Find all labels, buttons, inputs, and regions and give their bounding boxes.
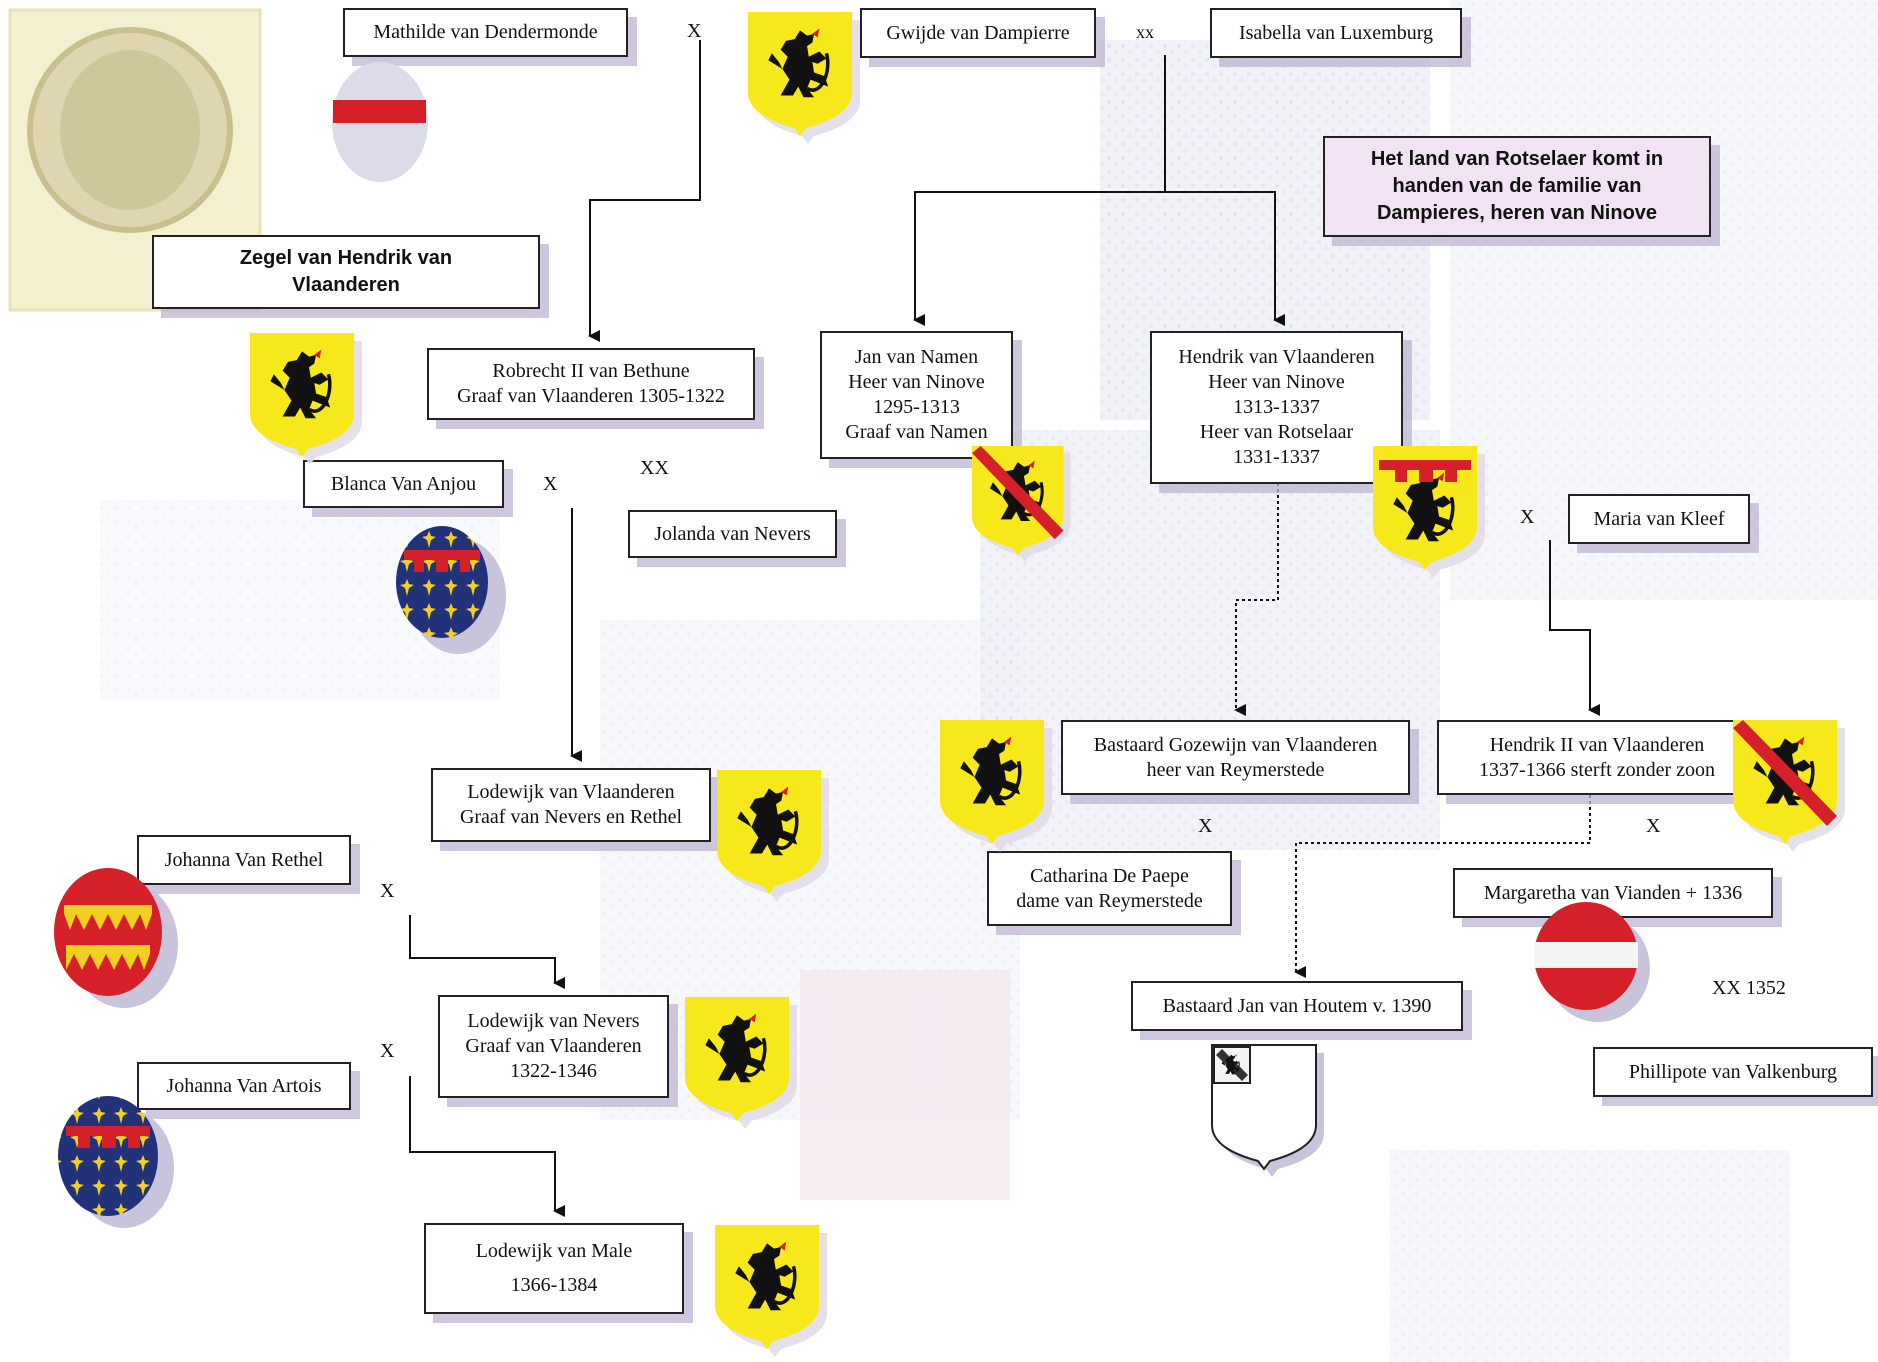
person-title: dame van Reymerstede — [1016, 889, 1203, 912]
marriage-mark: X — [380, 1040, 395, 1062]
fleur-de-lis-shield-artois-icon — [58, 1096, 174, 1228]
person-johanna-van-artois: Johanna Van Artois — [137, 1062, 351, 1110]
person-name: Bastaard Gozewijn van Vlaanderen — [1093, 733, 1378, 756]
rethel-arms-icon — [54, 868, 178, 1008]
lion-shield-lodewijk-nevers-icon — [685, 997, 789, 1121]
person-name: Maria van Kleef — [1593, 507, 1725, 530]
line-isabella-to-children — [913, 55, 1166, 326]
vianden-arms-icon — [1534, 902, 1650, 1022]
marriage-mark: X — [1198, 815, 1213, 837]
line-gwijde-to-robrecht — [588, 40, 701, 342]
line-lodewijk-to-nevers — [409, 915, 565, 989]
person-isabella: Isabella van Luxemburg — [1210, 8, 1462, 58]
houtem-shield-icon — [1211, 1044, 1324, 1177]
person-jan-van-houtem: Bastaard Jan van Houtem v. 1390 — [1131, 981, 1463, 1031]
marriage-mark: X — [543, 473, 558, 495]
person-title: heer van Reymerstede — [1146, 758, 1325, 781]
person-gwijde: Gwijde van Dampierre — [860, 8, 1096, 58]
person-name: Lodewijk van Male — [475, 1240, 633, 1262]
person-name: Blanca Van Anjou — [330, 472, 477, 495]
person-blanca: Blanca Van Anjou — [303, 460, 504, 508]
person-name: Johanna Van Artois — [166, 1074, 322, 1097]
person-lodewijk-van-nevers: Lodewijk van Nevers Graaf van Vlaanderen… — [438, 995, 669, 1098]
person-name: Robrecht II van Bethune — [492, 360, 690, 382]
person-title: Heer van Ninove — [848, 371, 985, 393]
person-maria-van-kleef: Maria van Kleef — [1568, 494, 1750, 544]
mathilde-red-bar-icon — [332, 62, 428, 182]
lion-bend-shield-jan-icon — [972, 446, 1064, 556]
lion-bend-shield-hendrik-ii-icon — [1733, 720, 1837, 844]
person-title: Graaf van Vlaanderen 1305-1322 — [457, 385, 725, 407]
person-lodewijk-van-vlaanderen: Lodewijk van Vlaanderen Graaf van Nevers… — [431, 768, 711, 842]
person-title: Graaf van Nevers en Rethel — [459, 806, 683, 828]
fleur-de-lis-shield-blanca-icon — [396, 526, 506, 654]
note-text: Het land van Rotselaer komt in handen va… — [1370, 148, 1664, 224]
person-robrecht: Robrecht II van Bethune Graaf van Vlaand… — [427, 348, 755, 420]
person-name: Hendrik II van Vlaanderen — [1489, 733, 1705, 756]
marriage-mark: X — [1520, 506, 1535, 528]
marriage-mark: XX — [640, 457, 669, 479]
person-catharina: Catharina De Paepe dame van Reymerstede — [987, 851, 1232, 926]
person-name: Lodewijk van Vlaanderen — [467, 781, 675, 803]
person-phillipote: Phillipote van Valkenburg — [1593, 1047, 1873, 1097]
rotselaer-note: Het land van Rotselaer komt in handen va… — [1323, 136, 1711, 237]
lion-shield-gozewijn-icon — [940, 720, 1044, 844]
person-name: Isabella van Luxemburg — [1238, 21, 1433, 44]
lion-shield-lodewijk-male-icon — [715, 1225, 819, 1349]
person-name: Mathilde van Dendermonde — [373, 21, 598, 43]
marriage-mark: XX 1352 — [1712, 977, 1786, 999]
person-mathilde: Mathilde van Dendermonde — [343, 8, 628, 57]
marriage-mark: X — [687, 20, 702, 42]
lion-shield-gwijde-icon — [748, 12, 852, 136]
person-name: Jolanda van Nevers — [654, 522, 811, 545]
lion-shield-hendrik-seal-icon — [250, 333, 354, 457]
person-name: Jan van Namen — [854, 346, 979, 368]
person-name: Margaretha van Vianden + 1336 — [1483, 881, 1743, 904]
person-dates: 1331-1337 — [1233, 446, 1320, 468]
person-name: Catharina De Paepe — [1030, 864, 1189, 887]
person-dates: 1337-1366 sterft zonder zoon — [1478, 758, 1716, 781]
dotted-hendrik-ii-to-jan — [1294, 795, 1591, 978]
person-title: Heer van Ninove — [1208, 371, 1345, 393]
person-johanna-van-rethel: Johanna Van Rethel — [137, 835, 351, 885]
person-name: Gwijde van Dampierre — [886, 21, 1070, 44]
person-lodewijk-van-male: Lodewijk van Male 1366-1384 — [424, 1223, 684, 1314]
seal-caption: Zegel van Hendrik van Vlaanderen — [152, 235, 540, 309]
person-dates: 1313-1337 — [1233, 396, 1320, 418]
line-maria-to-hendrik-ii — [1549, 540, 1600, 716]
marriage-mark: X — [380, 880, 395, 902]
person-dates: 1322-1346 — [510, 1060, 597, 1082]
person-hendrik-van-vlaanderen: Hendrik van Vlaanderen Heer van Ninove 1… — [1150, 331, 1403, 484]
person-title: Graaf van Namen — [845, 421, 988, 443]
caption-text: Zegel van Hendrik van Vlaanderen — [239, 247, 453, 296]
marriage-mark: X — [1646, 815, 1661, 837]
person-title: Heer van Rotselaar — [1199, 421, 1354, 443]
person-jolanda: Jolanda van Nevers — [628, 510, 837, 558]
person-name: Johanna Van Rethel — [164, 848, 324, 871]
line-nevers-to-male — [409, 1076, 565, 1217]
dotted-hendrik-to-gozewijn — [1234, 483, 1279, 716]
person-jan-van-namen: Jan van Namen Heer van Ninove 1295-1313 … — [820, 331, 1013, 459]
person-dates: 1366-1384 — [510, 1274, 598, 1296]
line-isabella-to-hendrik — [1165, 191, 1285, 326]
person-hendrik-ii: Hendrik II van Vlaanderen 1337-1366 ster… — [1437, 720, 1757, 795]
lion-shield-lodewijk-vl-icon — [717, 770, 821, 894]
person-name: Hendrik van Vlaanderen — [1178, 346, 1375, 368]
person-name: Phillipote van Valkenburg — [1628, 1060, 1838, 1083]
lion-label-shield-hendrik-icon — [1373, 446, 1477, 570]
person-name: Lodewijk van Nevers — [467, 1010, 640, 1032]
marriage-mark: xx — [1136, 22, 1154, 42]
person-gozewijn: Bastaard Gozewijn van Vlaanderen heer va… — [1061, 720, 1410, 795]
person-name: Bastaard Jan van Houtem v. 1390 — [1162, 994, 1432, 1017]
person-title: Graaf van Vlaanderen — [465, 1035, 642, 1057]
person-dates: 1295-1313 — [873, 396, 960, 418]
